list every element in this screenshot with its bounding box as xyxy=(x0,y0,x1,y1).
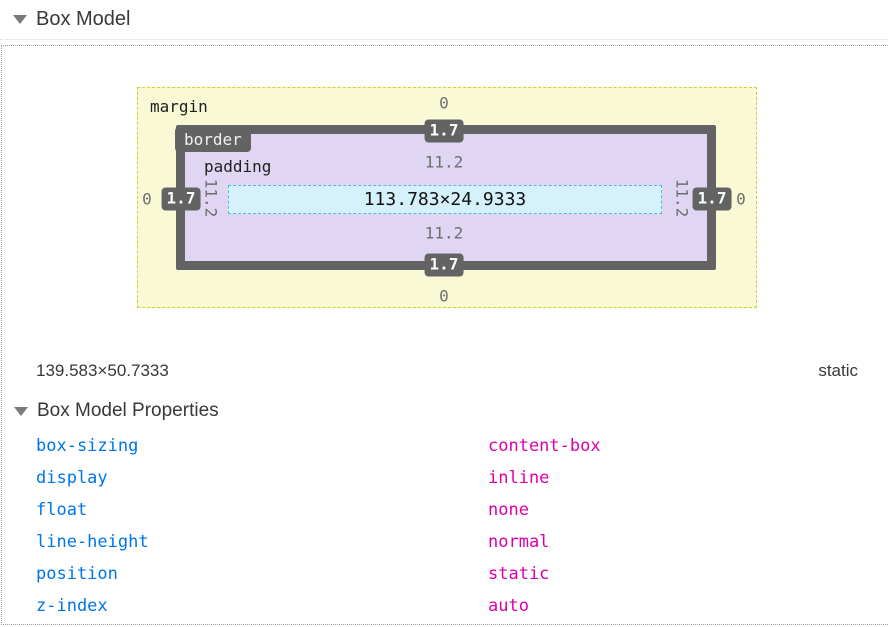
margin-left-value[interactable]: 0 xyxy=(142,189,152,209)
panel-title: Box Model xyxy=(36,8,131,30)
content-size-value: 113.783×24.9333 xyxy=(363,189,527,210)
property-row: float none xyxy=(0,500,888,522)
property-value: auto xyxy=(488,596,529,616)
expand-triangle-icon[interactable] xyxy=(13,15,27,24)
border-right-value-badge[interactable]: 1.7 xyxy=(692,187,732,211)
element-position: static xyxy=(818,361,858,380)
property-value: content-box xyxy=(488,436,601,456)
padding-top-value[interactable]: 11.2 xyxy=(424,152,464,172)
padding-bottom-value[interactable]: 11.2 xyxy=(424,223,464,243)
property-row: z-index auto xyxy=(0,596,888,618)
border-region-label: border xyxy=(175,127,251,152)
border-top-value-badge[interactable]: 1.7 xyxy=(424,119,464,143)
property-name: z-index xyxy=(36,596,108,616)
property-row: position static xyxy=(0,564,888,586)
property-row: display inline xyxy=(0,468,888,490)
property-name: line-height xyxy=(36,532,149,552)
padding-left-value[interactable]: 11.2 xyxy=(201,178,221,218)
property-name: position xyxy=(36,564,118,584)
expand-triangle-icon[interactable] xyxy=(14,406,28,416)
property-row: box-sizing content-box xyxy=(0,436,888,458)
property-name: float xyxy=(36,500,88,520)
margin-region-label: margin xyxy=(150,97,208,116)
box-model-section-header[interactable]: Box Model xyxy=(0,0,888,40)
padding-right-value[interactable]: 11.2 xyxy=(672,178,692,218)
property-value: none xyxy=(488,500,529,520)
property-row: line-height normal xyxy=(0,532,888,554)
margin-bottom-value[interactable]: 0 xyxy=(439,286,449,306)
content-region[interactable]: 113.783×24.9333 xyxy=(228,185,662,214)
property-value: normal xyxy=(488,532,550,552)
box-model-properties-header[interactable]: Box Model Properties xyxy=(1,399,219,423)
element-dimensions: 139.583×50.7333 xyxy=(36,361,169,380)
property-name: display xyxy=(36,468,108,488)
margin-top-value[interactable]: 0 xyxy=(439,93,449,113)
panel-content-frame xyxy=(1,45,888,625)
margin-right-value[interactable]: 0 xyxy=(736,189,746,209)
border-bottom-value-badge[interactable]: 1.7 xyxy=(424,253,464,277)
properties-section-title: Box Model Properties xyxy=(37,400,219,421)
property-value: inline xyxy=(488,468,550,488)
padding-region-label: padding xyxy=(204,157,272,176)
property-value: static xyxy=(488,564,550,584)
border-left-value-badge[interactable]: 1.7 xyxy=(161,187,201,211)
property-name: box-sizing xyxy=(36,436,139,456)
